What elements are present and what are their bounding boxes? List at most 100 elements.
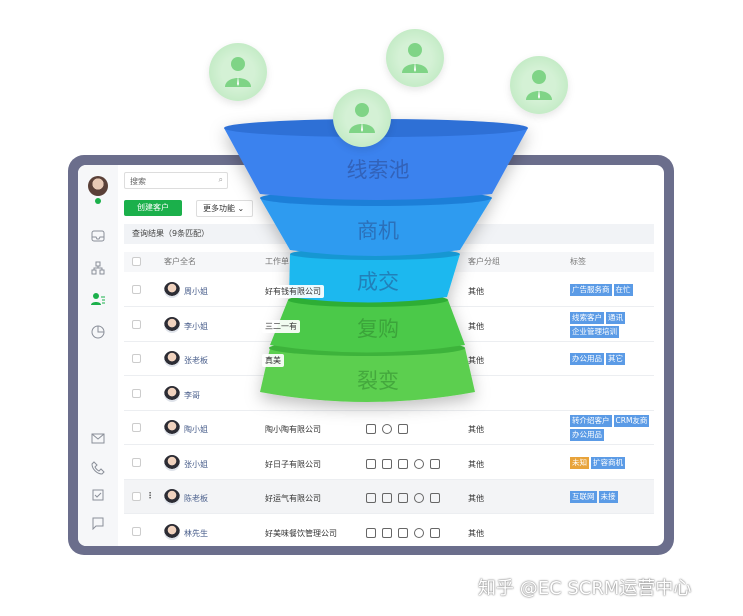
- table-row[interactable]: 李哥: [124, 377, 654, 411]
- table-row[interactable]: 张小姐好日子有限公司其他未知扩容商机: [124, 446, 654, 480]
- note-icon[interactable]: [398, 493, 408, 503]
- customer-name[interactable]: 张小姐: [184, 459, 208, 469]
- header-tags: 标签: [570, 257, 586, 266]
- customer-group: 其他: [468, 459, 484, 469]
- timer-icon[interactable]: [414, 458, 424, 469]
- customer-tag: 通讯: [606, 311, 625, 324]
- customer-name[interactable]: 张老板: [184, 356, 208, 365]
- customer-avatar: [164, 385, 180, 402]
- header-group: 客户分组: [468, 257, 500, 266]
- timer-icon[interactable]: [414, 527, 424, 538]
- customer-group: 其他: [468, 528, 484, 538]
- calendar-icon[interactable]: [430, 493, 440, 503]
- customer-company: 陶小陶有限公司: [265, 425, 321, 434]
- header-name: 客户全名: [164, 257, 196, 266]
- online-status-dot: [95, 198, 101, 204]
- row-checkbox[interactable]: [132, 319, 141, 329]
- customer-tag: 转介绍客户: [570, 415, 612, 427]
- row-checkbox[interactable]: [132, 354, 141, 363]
- customer-tag: 未知: [570, 456, 589, 469]
- phone-icon[interactable]: [382, 458, 392, 469]
- customer-name[interactable]: 李哥: [184, 390, 200, 400]
- table-row[interactable]: ⋮陈老板好运气有限公司其他互联网未接: [124, 480, 654, 514]
- user-avatar[interactable]: [88, 176, 108, 196]
- customer-avatar: [164, 351, 180, 367]
- customer-avatar: [164, 316, 180, 333]
- customer-company: 好日子有限公司: [265, 459, 321, 469]
- phone-icon[interactable]: [382, 527, 392, 538]
- lead-bubble: [333, 89, 391, 147]
- note-icon[interactable]: [398, 527, 408, 538]
- search-icon[interactable]: ⌕: [218, 175, 223, 184]
- org-chart-icon[interactable]: [91, 261, 105, 275]
- customer-avatar: [164, 454, 180, 471]
- funnel-stage-4: [270, 300, 465, 353]
- customer-group: 其他: [468, 287, 484, 296]
- row-checkbox[interactable]: [132, 457, 141, 467]
- customer-company: 好有钱有限公司: [262, 285, 324, 298]
- more-label: 更多功能: [203, 204, 235, 213]
- customer-name[interactable]: 林先生: [184, 528, 208, 538]
- customer-group: 其他: [468, 356, 484, 365]
- funnel-label-repurchase: 复购: [357, 317, 399, 341]
- message-icon[interactable]: [366, 493, 376, 503]
- note-icon[interactable]: [366, 424, 376, 434]
- customer-name[interactable]: 陶小姐: [184, 425, 208, 434]
- customer-name[interactable]: 李小姐: [184, 321, 208, 331]
- funnel-stage-1: [224, 128, 528, 200]
- search-placeholder: 搜索: [130, 177, 146, 186]
- person-icon: [526, 70, 552, 100]
- customer-company: 好美味餐饮管理公司: [265, 528, 337, 538]
- table-row[interactable]: 林先生 好美味餐饮管理公司 其他: [124, 515, 654, 547]
- customer-name[interactable]: 陈老板: [184, 494, 208, 503]
- phone-icon[interactable]: [382, 493, 392, 503]
- customer-avatar: [164, 282, 180, 298]
- sidebar: [78, 165, 118, 546]
- timer-icon[interactable]: [382, 424, 392, 434]
- task-icon[interactable]: [91, 488, 105, 502]
- more-vertical-icon[interactable]: ⋮: [146, 491, 154, 500]
- search-input[interactable]: 搜索 ⌕: [124, 172, 228, 189]
- customer-group: 其他: [468, 425, 484, 434]
- person-icon: [349, 103, 375, 133]
- person-icon: [225, 57, 251, 87]
- funnel-label-leads: 线索池: [346, 158, 410, 182]
- funnel-label-referral: 裂变: [357, 369, 399, 393]
- customer-name[interactable]: 周小姐: [184, 287, 208, 296]
- phone-icon[interactable]: [91, 461, 105, 475]
- message-icon[interactable]: [91, 516, 105, 530]
- lead-bubble: [209, 43, 267, 101]
- header-company: 工作单: [265, 257, 289, 266]
- customer-tag: 未接: [598, 491, 618, 503]
- inbox-icon[interactable]: [91, 229, 105, 243]
- message-icon[interactable]: [366, 527, 376, 538]
- calendar-icon[interactable]: [430, 527, 440, 538]
- report-pie-icon[interactable]: [91, 325, 105, 339]
- customer-avatar: [164, 523, 180, 540]
- select-all-checkbox[interactable]: [132, 257, 141, 266]
- funnel-label-deal: 成交: [357, 270, 399, 294]
- customer-tag: CRM友商: [613, 415, 650, 427]
- message-icon[interactable]: [366, 458, 376, 469]
- mail-icon[interactable]: [91, 431, 105, 445]
- row-checkbox[interactable]: [132, 388, 141, 398]
- customer-tag: 办公用品: [570, 353, 604, 365]
- row-checkbox[interactable]: [132, 492, 141, 501]
- customer-group: 其他: [468, 321, 484, 331]
- customer-tag: 广告服务商: [570, 284, 612, 296]
- more-functions-dropdown[interactable]: 更多功能 ⌄: [196, 200, 253, 217]
- row-checkbox[interactable]: [132, 526, 141, 536]
- calendar-icon[interactable]: [430, 458, 440, 469]
- customer-company: 三二一有: [262, 319, 300, 333]
- funnel-stage-3: [289, 254, 460, 303]
- timer-icon[interactable]: [414, 493, 424, 503]
- create-customer-button[interactable]: 创建客户: [124, 200, 182, 216]
- row-checkbox[interactable]: [132, 285, 141, 294]
- note-icon[interactable]: [398, 458, 408, 469]
- customers-icon[interactable]: [91, 292, 105, 306]
- calendar-icon[interactable]: [398, 424, 408, 434]
- row-checkbox[interactable]: [132, 423, 141, 432]
- customer-avatar: [164, 489, 180, 505]
